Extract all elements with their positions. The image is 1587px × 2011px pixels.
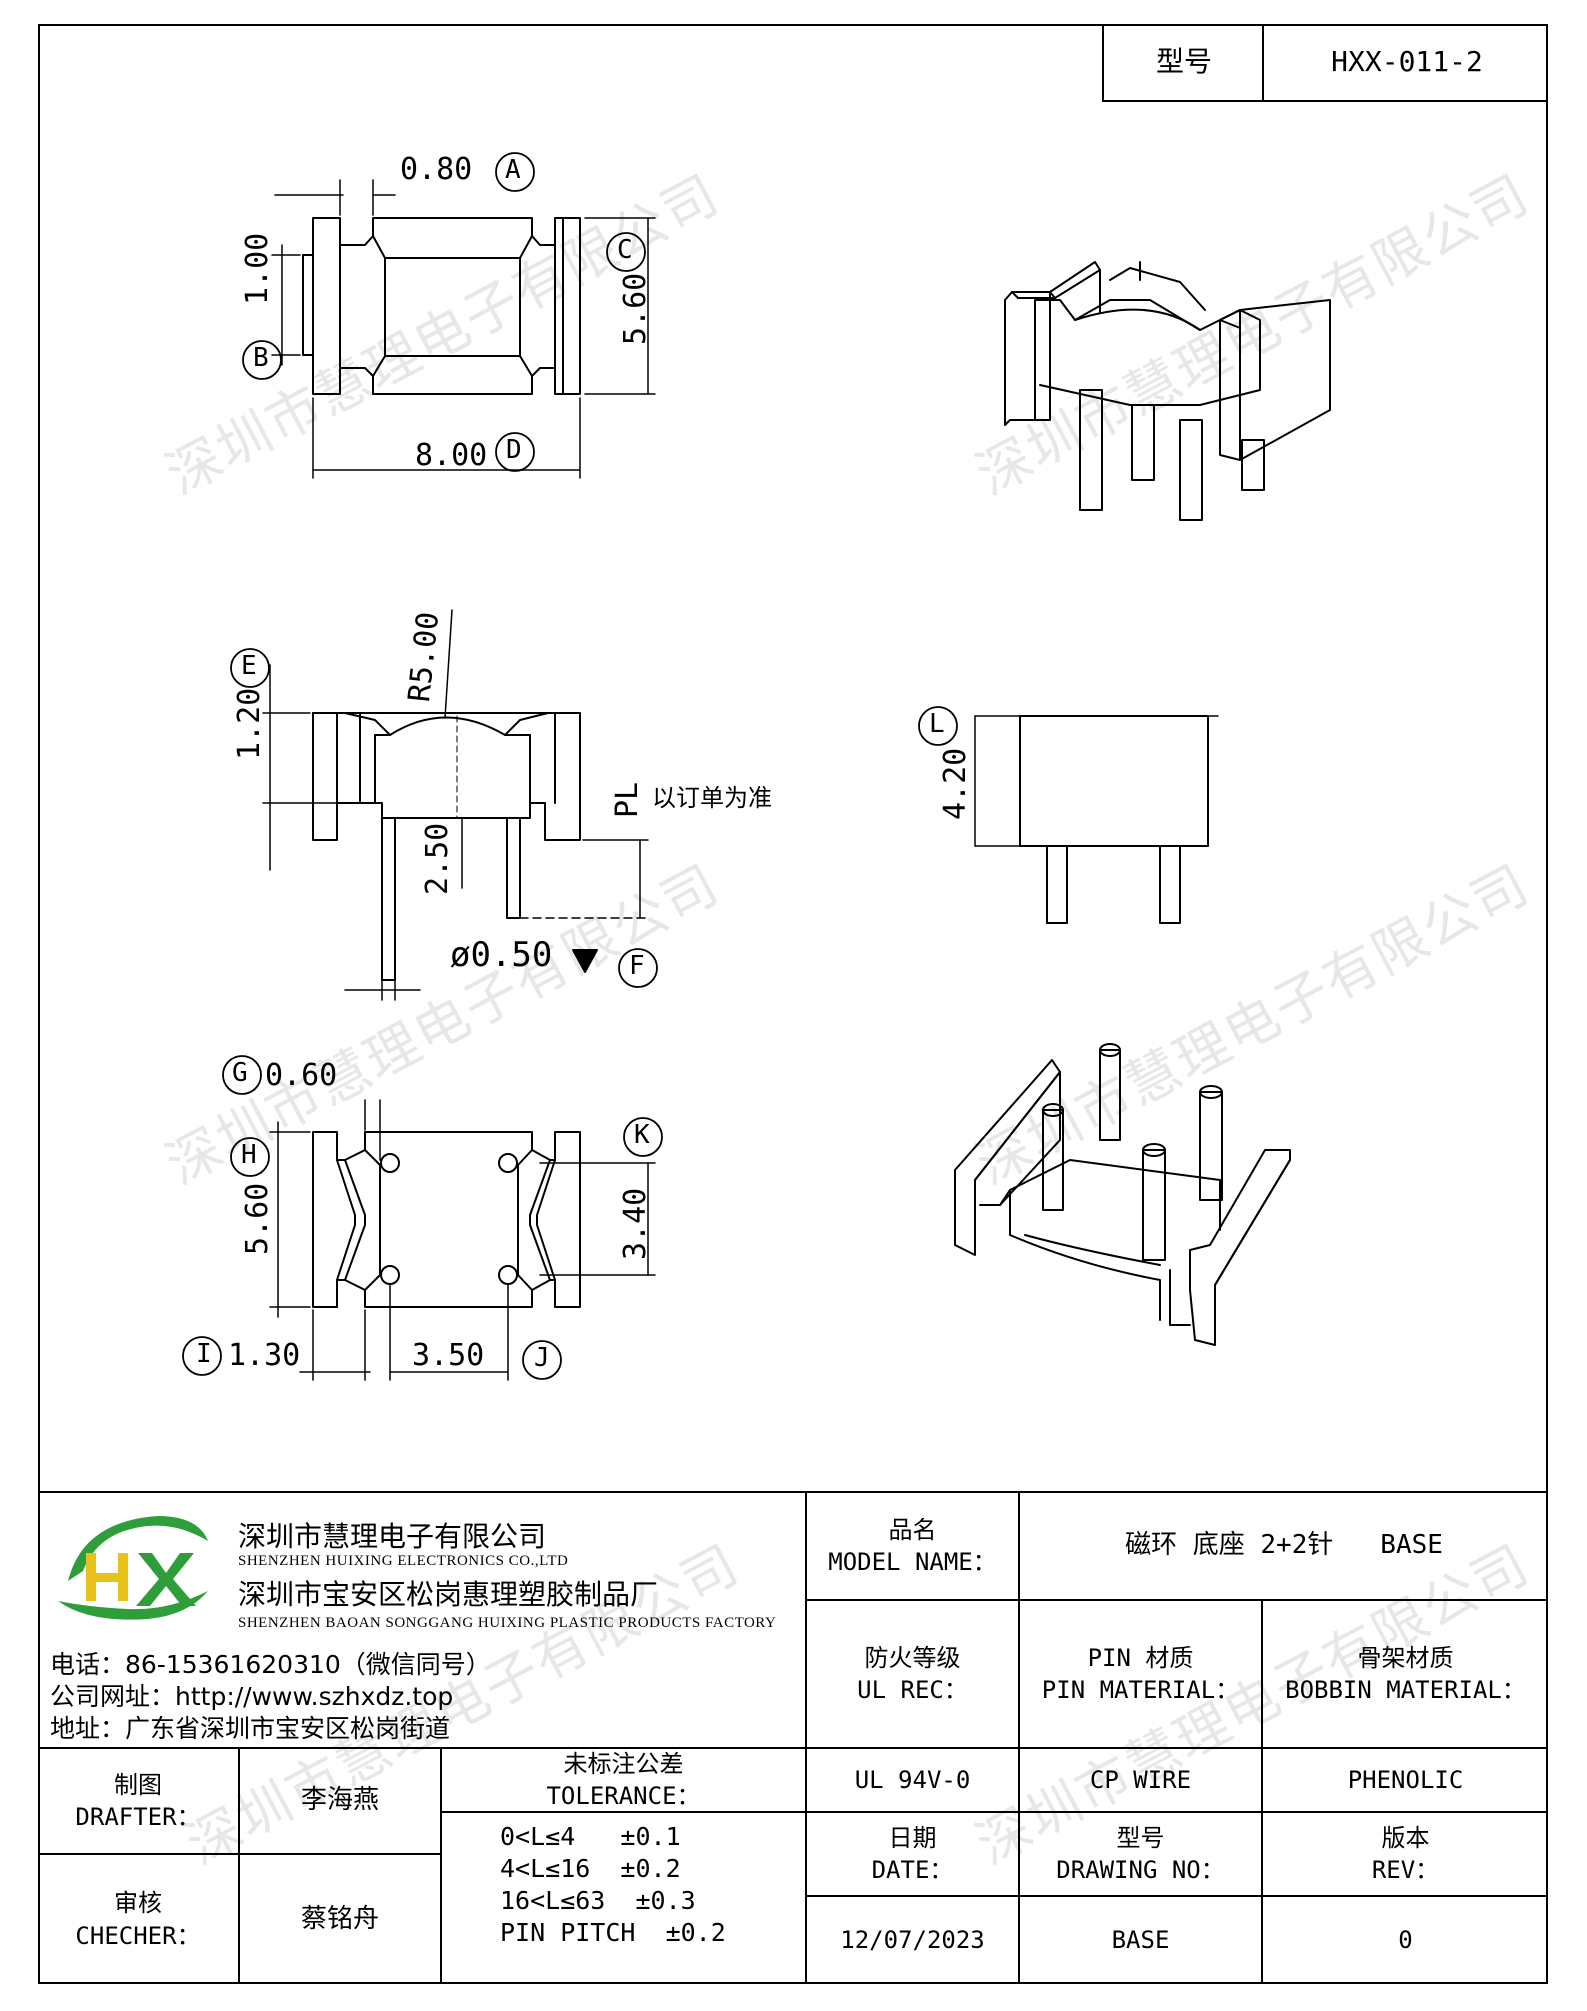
pin-material-label: PIN 材质 PIN MATERIAL： — [1041, 1643, 1240, 1704]
dim-l-value: 4.20 — [938, 747, 973, 820]
rev-label: 版本 REV： — [1371, 1823, 1440, 1884]
circle-k-label: K — [634, 1120, 650, 1150]
model-label: 型号 — [1155, 45, 1212, 79]
factory-name-cn: 深圳市宝安区松岗惠理塑胶制品厂 — [238, 1578, 659, 1611]
circle-i-label: I — [196, 1339, 212, 1369]
tolerance-line: 16<L≤63 ±0.3 — [500, 1886, 696, 1915]
circle-h-label: H — [241, 1140, 257, 1170]
side-view — [230, 609, 658, 1001]
tolerance-line: PIN PITCH ±0.2 — [500, 1918, 726, 1947]
dim-c-value: 5.60 — [618, 272, 653, 345]
ul-value: UL 94V-0 — [854, 1765, 971, 1794]
dim-d-value: 8.00 — [415, 438, 488, 473]
date-value: 12/07/2023 — [840, 1926, 985, 1955]
model-name-label: 品名 MODEL NAME： — [828, 1515, 997, 1576]
company-logo — [58, 1516, 208, 1620]
factory-name-en: SHENZHEN BAOAN SONGGANG HUIXING PLASTIC … — [238, 1615, 777, 1631]
drawing-no-label: 型号 DRAWING NO： — [1056, 1823, 1225, 1884]
end-view — [918, 706, 1219, 924]
iso-view-top — [1004, 261, 1331, 521]
circle-f-label: F — [629, 951, 645, 981]
circle-j-label: J — [534, 1343, 550, 1373]
ul-rec-label: 防火等级 UL REC： — [857, 1643, 968, 1704]
dim-i-value: 1.30 — [228, 1338, 301, 1373]
pin-material-value: CP WIRE — [1089, 1765, 1192, 1794]
circle-g-label: G — [232, 1058, 248, 1088]
checker-label: 审核 CHECHER： — [75, 1889, 201, 1950]
dim-h-value: 5.60 — [240, 1182, 275, 1255]
date-label: 日期 DATE： — [871, 1823, 954, 1884]
tolerance-line: 4<L≤16 ±0.2 — [500, 1854, 681, 1883]
circle-b-label: B — [253, 343, 269, 373]
dim-pin-length: 2.50 — [420, 822, 455, 895]
company-website: 公司网址：http://www.szhxdz.top — [50, 1682, 454, 1711]
company-address: 地址：广东省深圳市宝安区松岗街道 — [50, 1714, 451, 1743]
pl-note: 以订单为准 — [652, 784, 772, 812]
checker-value: 蔡铭舟 — [300, 1903, 379, 1934]
circle-a-label: A — [505, 155, 521, 185]
iso-view-bottom — [954, 1043, 1291, 1346]
dim-pin-diameter: ø0.50 — [450, 935, 553, 975]
bobbin-material-value: PHENOLIC — [1347, 1765, 1464, 1794]
dim-j-value: 3.50 — [412, 1338, 485, 1373]
circle-c-label: C — [617, 235, 633, 265]
model-name-value: 磁环 底座 2+2针 BASE — [1125, 1530, 1443, 1561]
bottom-view — [182, 1055, 663, 1381]
dim-b-value: 1.00 — [240, 232, 275, 305]
tolerance-label: 未标注公差 TOLERANCE： — [546, 1749, 701, 1810]
dim-g-value: 0.60 — [265, 1058, 338, 1093]
model-value: HXX-011-2 — [1331, 45, 1483, 79]
company-name-cn: 深圳市慧理电子有限公司 — [238, 1520, 547, 1553]
technical-drawing — [182, 152, 1331, 1381]
company-name-en: SHENZHEN HUIXING ELECTRONICS CO.,LTD — [238, 1553, 569, 1569]
tolerance-list: 0<L≤4 ±0.1 4<L≤16 ±0.2 16<L≤63 ±0.3 PIN … — [500, 1821, 726, 1949]
dim-a-value: 0.80 — [400, 152, 473, 187]
drawing-frame — [38, 24, 1548, 1984]
circle-e-label: E — [241, 651, 257, 681]
title-block: 深圳市慧理电子有限公司 SHENZHEN HUIXING ELECTRONICS… — [38, 1491, 1548, 1984]
dim-e-value: 1.20 — [232, 687, 267, 760]
model-header: 型号 HXX-011-2 — [1102, 24, 1548, 102]
circle-l-label: L — [929, 709, 945, 739]
company-phone: 电话：86-15361620310（微信同号） — [50, 1650, 491, 1679]
drafter-value: 李海燕 — [300, 1785, 379, 1816]
drawing-no-value: BASE — [1111, 1926, 1170, 1955]
bobbin-material-label: 骨架材质 BOBBIN MATERIAL： — [1285, 1643, 1526, 1704]
dim-k-value: 3.40 — [618, 1187, 653, 1260]
dim-pl-value: PL — [610, 781, 645, 818]
drafter-label: 制图 DRAFTER： — [75, 1770, 201, 1831]
top-view — [242, 152, 656, 479]
circle-d-label: D — [506, 435, 522, 465]
tolerance-line: 0<L≤4 ±0.1 — [500, 1822, 681, 1851]
rev-value: 0 — [1398, 1926, 1413, 1955]
